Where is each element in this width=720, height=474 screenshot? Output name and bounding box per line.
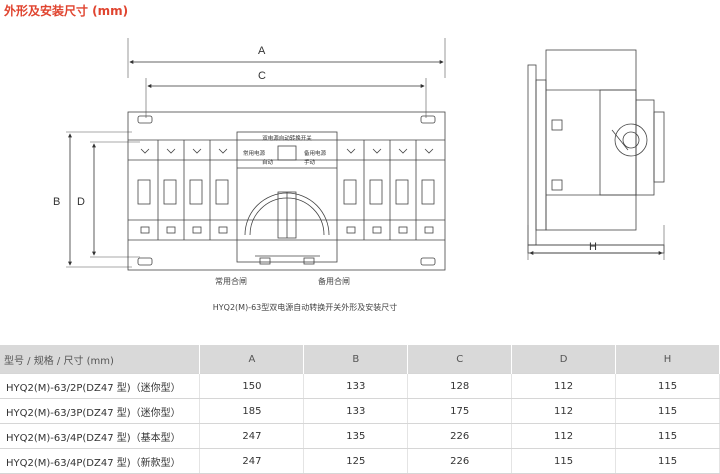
cell-model: HYQ2(M)-63/2P(DZ47 型)（迷你型） <box>0 373 201 399</box>
cell-d: 112 <box>511 398 617 424</box>
cell-model: HYQ2(M)-63/4P(DZ47 型)（新款型） <box>0 448 201 474</box>
cell-h: 115 <box>615 448 720 474</box>
common-close-label: 常用合闸 <box>215 276 247 286</box>
cell-c: 175 <box>407 398 513 424</box>
table-row: HYQ2(M)-63/3P(DZ47 型)（迷你型） 185 133 175 1… <box>0 398 720 424</box>
dim-d-label: D <box>77 196 85 208</box>
header-h: H <box>615 345 720 374</box>
cell-d: 112 <box>511 373 617 399</box>
table-header-row: 型号 / 规格 / 尺寸 (mm) A B C D H <box>0 345 720 374</box>
cell-b: 133 <box>303 398 409 424</box>
dimension-c: C <box>145 70 427 118</box>
cell-h: 115 <box>615 373 720 399</box>
dimension-d: D <box>77 141 140 258</box>
manual-label: 手动 <box>304 158 316 166</box>
header-a: A <box>199 345 305 374</box>
cell-c: 226 <box>407 423 513 449</box>
header-model: 型号 / 规格 / 尺寸 (mm) <box>0 345 201 374</box>
cell-model: HYQ2(M)-63/4P(DZ47 型)（基本型） <box>0 423 201 449</box>
header-d: D <box>511 345 617 374</box>
header-b: B <box>303 345 409 374</box>
dim-a-label: A <box>258 45 266 57</box>
cell-model: HYQ2(M)-63/3P(DZ47 型)（迷你型） <box>0 398 201 424</box>
dim-h-label: H <box>589 241 597 253</box>
cell-h: 115 <box>615 398 720 424</box>
cell-c: 226 <box>407 448 513 474</box>
cell-b: 125 <box>303 448 409 474</box>
panel-title-label: 双电源自动转换开关 <box>262 134 312 142</box>
table-row: HYQ2(M)-63/2P(DZ47 型)（迷你型） 150 133 128 1… <box>0 373 720 399</box>
cell-a: 247 <box>199 448 305 474</box>
dimension-b: B <box>53 131 132 268</box>
cell-a: 150 <box>199 373 305 399</box>
backup-close-label: 备用合闸 <box>318 276 350 286</box>
table-row: HYQ2(M)-63/4P(DZ47 型)（基本型） 247 135 226 1… <box>0 423 720 449</box>
cell-a: 185 <box>199 398 305 424</box>
section-title: 外形及安装尺寸 (mm) <box>4 4 129 18</box>
cell-h: 115 <box>615 423 720 449</box>
dimension-a: A <box>127 38 446 78</box>
table-row: HYQ2(M)-63/4P(DZ47 型)（新款型） 247 125 226 1… <box>0 448 720 474</box>
cell-d: 112 <box>511 423 617 449</box>
dim-c-label: C <box>258 70 266 82</box>
cell-d: 115 <box>511 448 617 474</box>
cell-b: 133 <box>303 373 409 399</box>
dim-b-label: B <box>53 196 60 208</box>
drawing-caption: HYQ2(M)-63型双电源自动转换开关外形及安装尺寸 <box>213 302 398 312</box>
dimension-drawing: A C B D <box>53 38 665 312</box>
front-view <box>127 111 446 271</box>
side-view <box>527 49 665 254</box>
cell-b: 135 <box>303 423 409 449</box>
cell-a: 247 <box>199 423 305 449</box>
header-c: C <box>407 345 513 374</box>
backup-power-label: 备用电源 <box>304 149 327 157</box>
auto-label: 自动 <box>262 158 274 166</box>
common-power-label: 常用电源 <box>243 149 266 157</box>
dimension-h: H <box>527 225 665 260</box>
cell-c: 128 <box>407 373 513 399</box>
spec-table: 型号 / 规格 / 尺寸 (mm) A B C D H HYQ2(M)-63/2… <box>0 345 720 474</box>
